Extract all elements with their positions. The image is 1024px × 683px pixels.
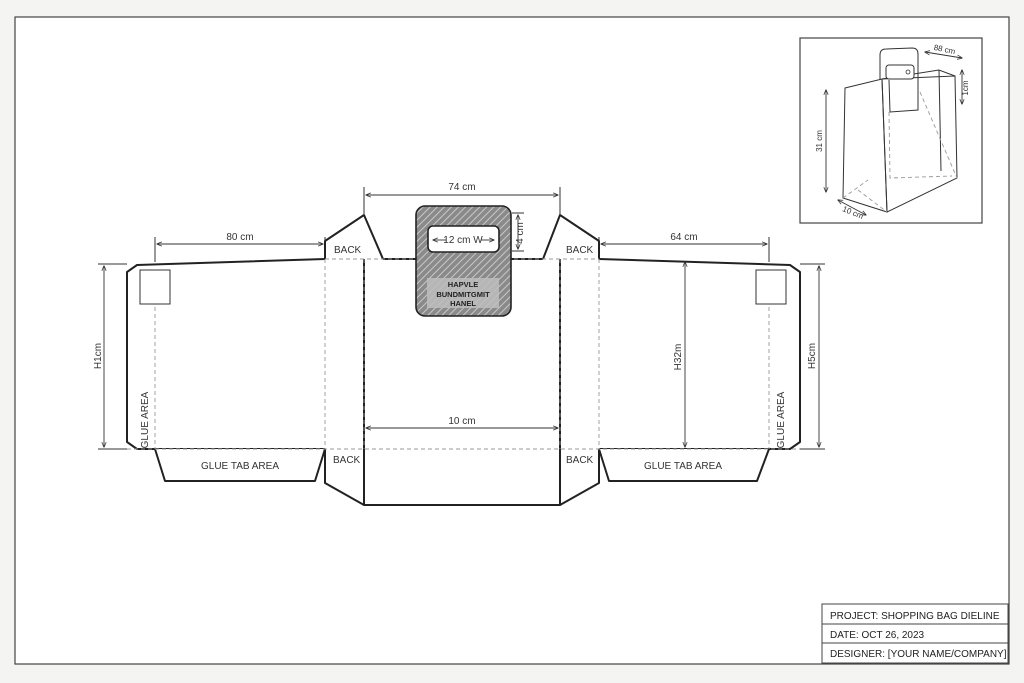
glue-tab-area-right: GLUE TAB AREA: [644, 461, 722, 472]
handle-text-line-2: BUNDMITGMIT: [436, 290, 490, 299]
left-back-top-flap: [324, 214, 384, 260]
back-label-top-left: BACK: [334, 245, 362, 256]
glue-area-left: GLUE AREA: [140, 391, 151, 448]
window-width-label: 12 cm W: [443, 235, 483, 246]
bag-handle: [879, 47, 919, 113]
right-glue-tab: [598, 448, 770, 482]
glue-tab-area-left: GLUE TAB AREA: [201, 461, 279, 472]
right-width-label: 64 cm: [670, 232, 697, 243]
handle-text-line-1: HAPVLE: [448, 280, 478, 289]
dieline: 12 cm W HAPVLE BUNDMITGMIT HANEL 4 cm BA…: [93, 182, 825, 506]
right-back-bottom-flap: [559, 449, 600, 506]
back-label-bottom-left: BACK: [333, 455, 361, 466]
right-corner-tab: [755, 269, 787, 305]
left-corner-tab: [139, 269, 171, 305]
window-height-label: 4 cm: [515, 222, 526, 244]
center-height-label: H32m: [673, 344, 684, 371]
glue-area-right: GLUE AREA: [776, 391, 787, 448]
title-block: PROJECT: SHOPPING BAG DIELINE DATE: OCT …: [821, 603, 1009, 664]
title-block-project: PROJECT: SHOPPING BAG DIELINE: [830, 611, 1000, 622]
left-height-label: H1cm: [93, 343, 104, 369]
inset-side-dim: 1cm: [961, 80, 970, 95]
title-block-date: DATE: OCT 26, 2023: [830, 630, 925, 641]
back-label-bottom-right: BACK: [566, 455, 594, 466]
inset-top-dim: 88 cm: [933, 43, 957, 56]
right-height-label: H5cm: [807, 343, 818, 369]
inset-height-dim: 31 cm: [815, 130, 824, 152]
bag-preview-inset: 88 cm 1cm 31 cm 10 cm: [799, 37, 983, 224]
left-glue-tab: [154, 448, 326, 482]
handle-text-backing: [427, 278, 499, 308]
back-label-top-right: BACK: [566, 245, 594, 256]
left-width-label: 80 cm: [226, 232, 253, 243]
top-width-label: 74 cm: [448, 182, 475, 193]
right-back-top-flap: [542, 214, 600, 260]
handle-window: [427, 225, 500, 253]
title-block-designer: DESIGNER: [YOUR NAME/COMPANY]: [830, 649, 1007, 660]
handle-text-line-3: HANEL: [450, 299, 476, 308]
bottom-width-label: 10 cm: [448, 416, 475, 427]
